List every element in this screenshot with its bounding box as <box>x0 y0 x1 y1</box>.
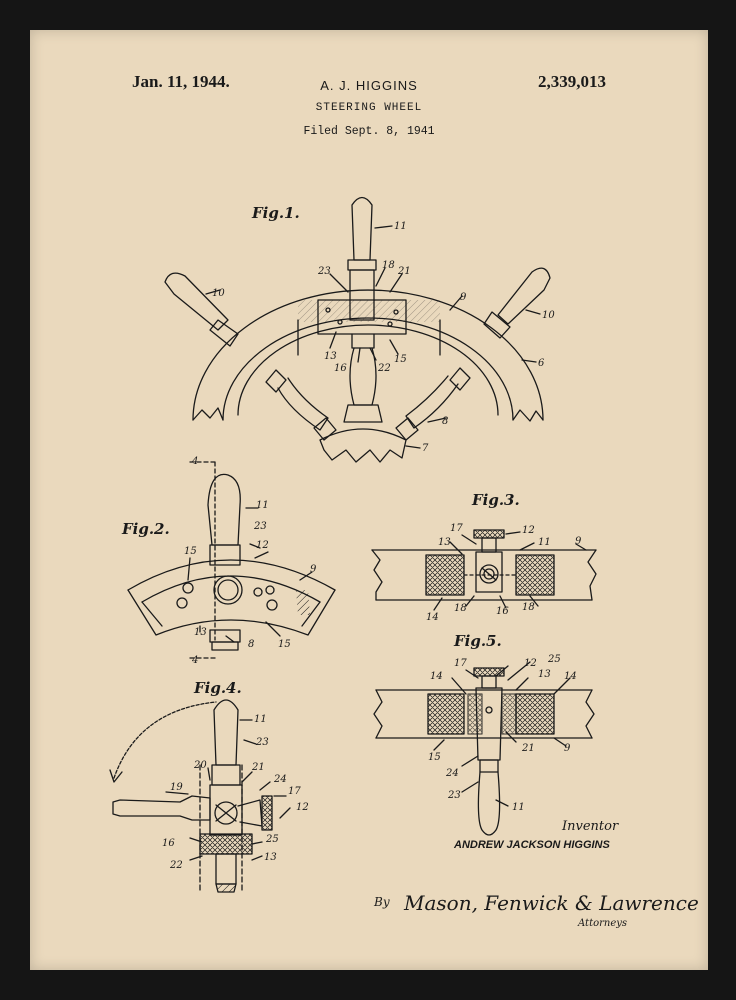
fig4-ref-12: 12 <box>296 802 309 813</box>
patent-date: Jan. 11, 1944. <box>132 72 230 91</box>
fig1-ref-6: 6 <box>538 358 545 369</box>
fig2-ref-11: 11 <box>256 500 269 511</box>
fig3-ref-18-left: 18 <box>454 603 467 614</box>
fig3-ref-9: 9 <box>575 536 582 547</box>
attorneys-signature: Mason, Fenwick & Lawrence <box>403 891 699 915</box>
fig4-ref-17: 17 <box>288 786 301 797</box>
fig2-ref-8: 8 <box>248 639 254 650</box>
fig5-ref-23: 23 <box>447 790 461 801</box>
fig1-ref-10-left: 10 <box>212 288 225 299</box>
fig5-label: Fig.5. <box>453 632 502 650</box>
fig4-side-view: Fig.4. 11 23 20 <box>109 679 309 893</box>
fig1-ref-9: 9 <box>460 292 467 303</box>
fig5-ref-14-right: 14 <box>564 671 577 682</box>
fig3-ref-11: 11 <box>538 537 551 548</box>
attorneys-label: Attorneys <box>577 918 627 929</box>
fig1-steering-wheel: Fig.1. <box>164 196 555 463</box>
fig5-ref-13: 13 <box>538 669 551 680</box>
fig3-section-view: Fig.3. 17 12 13 11 9 14 <box>371 491 597 623</box>
fig1-ref-8: 8 <box>442 416 448 427</box>
fig5-ref-11: 11 <box>512 802 525 813</box>
fig3-ref-16: 16 <box>496 606 509 617</box>
inventor-label: Inventor <box>561 819 619 834</box>
fig5-ref-24: 24 <box>445 768 459 779</box>
fig3-ref-13: 13 <box>438 537 451 548</box>
fig2-ref-13: 13 <box>194 627 207 638</box>
fig5-ref-17: 17 <box>454 658 467 669</box>
fig4-ref-21: 21 <box>251 762 265 773</box>
fig5-ref-12: 12 <box>524 658 537 669</box>
patent-sheet: Jan. 11, 1944. A. J. HIGGINS 2,339,013 S… <box>30 30 708 970</box>
fig4-ref-20: 20 <box>193 760 207 771</box>
fig1-ref-23: 23 <box>317 266 331 277</box>
fig2-ref-4-top: 4 <box>191 456 198 467</box>
fig2-ref-4-bottom: 4 <box>191 655 198 666</box>
inventor-name: ANDREW JACKSON HIGGINS <box>453 839 611 851</box>
fig2-ref-23: 23 <box>253 521 267 532</box>
fig1-ref-15: 15 <box>394 354 407 365</box>
fig2-ref-12: 12 <box>256 540 269 551</box>
fig1-ref-11: 11 <box>394 221 407 232</box>
fig1-ref-18: 18 <box>382 260 395 271</box>
fig4-ref-16: 16 <box>162 838 175 849</box>
fig2-section-view: Fig.2. 4 11 23 1 <box>121 456 336 666</box>
patent-drawing: Fig.1. <box>109 196 699 929</box>
fig4-ref-22: 22 <box>169 860 183 871</box>
fig5-ref-9: 9 <box>564 743 571 754</box>
fig2-ref-15-left: 15 <box>184 546 197 557</box>
fig3-ref-12: 12 <box>522 525 535 536</box>
fig3-label: Fig.3. <box>471 491 520 509</box>
patent-title: STEERING WHEEL <box>315 102 423 114</box>
fig1-ref-16: 16 <box>334 363 347 374</box>
fig5-ref-21: 21 <box>521 743 535 754</box>
fig3-ref-14: 14 <box>426 612 439 623</box>
fig1-ref-7: 7 <box>422 443 429 454</box>
fig4-ref-19: 19 <box>170 782 183 793</box>
fig2-ref-15-right: 15 <box>278 639 291 650</box>
fig1-ref-21: 21 <box>397 266 411 277</box>
patent-number: 2,339,013 <box>538 72 606 91</box>
fig4-ref-24: 24 <box>273 774 287 785</box>
fig3-ref-17: 17 <box>450 523 463 534</box>
inventor-header: A. J. HIGGINS <box>320 78 418 93</box>
fig5-section-view: Fig.5. 17 12 25 14 <box>373 632 595 836</box>
fig4-ref-25: 25 <box>265 834 279 845</box>
fig3-ref-18-right: 18 <box>522 602 535 613</box>
fig4-label: Fig.4. <box>193 679 242 697</box>
fig2-ref-9: 9 <box>310 564 317 575</box>
fig1-ref-10-right: 10 <box>542 310 555 321</box>
fig1-ref-22: 22 <box>377 363 391 374</box>
fig4-ref-13: 13 <box>264 852 277 863</box>
fig4-ref-23: 23 <box>255 737 269 748</box>
fig2-label: Fig.2. <box>121 520 170 538</box>
fig5-ref-15: 15 <box>428 752 441 763</box>
fig1-label: Fig.1. <box>251 204 300 222</box>
fig5-ref-14-left: 14 <box>430 671 443 682</box>
by-label: By <box>373 895 390 909</box>
fig4-ref-11: 11 <box>254 714 267 725</box>
filed-date: Filed Sept. 8, 1941 <box>303 125 435 138</box>
footer: Inventor ANDREW JACKSON HIGGINS By Mason… <box>373 819 699 929</box>
fig5-ref-25: 25 <box>547 654 561 665</box>
fig1-ref-13: 13 <box>324 351 337 362</box>
